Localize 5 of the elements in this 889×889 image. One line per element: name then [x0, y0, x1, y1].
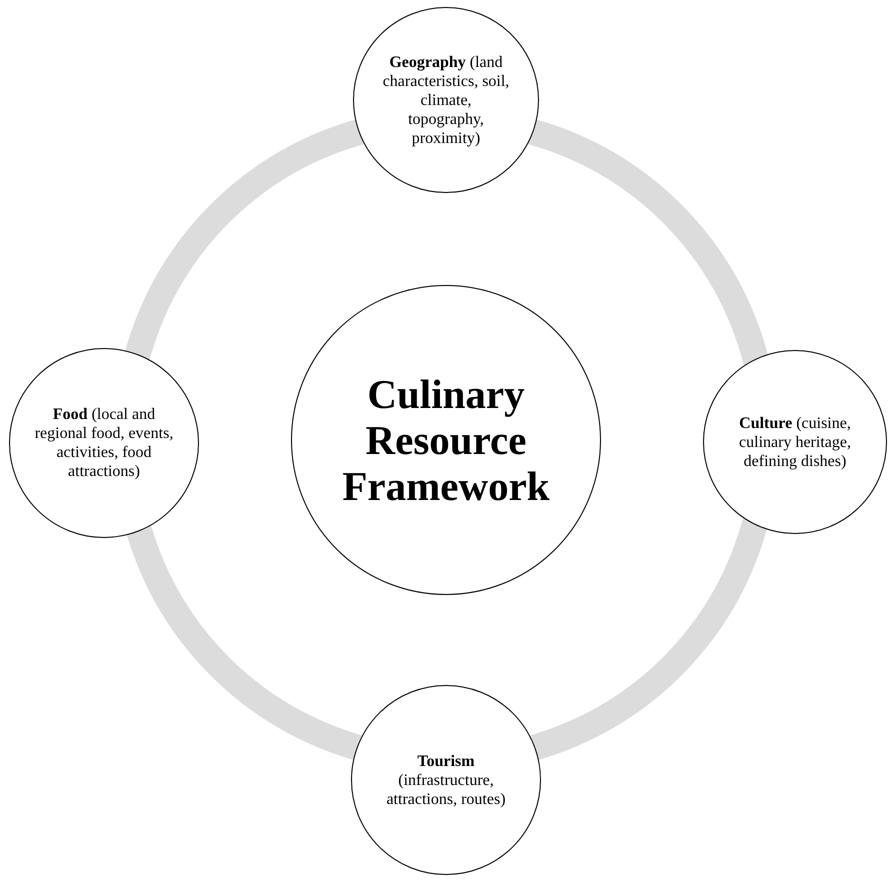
center-title: Culinary Resource Framework [341, 371, 551, 509]
topic-text: Tourism (infrastructure, attractions, routes) [385, 752, 507, 808]
topic-text: Culture (cuisine, culinary heritage, defining dishes) [738, 414, 852, 470]
topic-text: Food (local and regional food, events, activities, food attractions) [34, 405, 174, 481]
topic-text: Geography (land characteristics, soil, climate, topography, proximity) [382, 52, 510, 148]
